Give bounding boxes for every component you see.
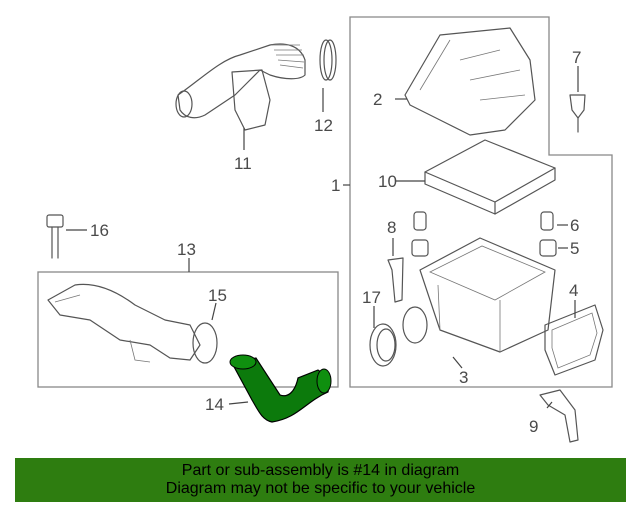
leader-lines (66, 66, 579, 409)
part-info-banner: Part or sub-assembly is #14 in diagram D… (15, 458, 626, 502)
callout-3: 3 (459, 368, 468, 387)
banner-line-disclaimer: Diagram may not be specific to your vehi… (165, 480, 476, 497)
part-12-clamp[interactable] (319, 39, 337, 81)
part-17-ring[interactable] (369, 323, 397, 367)
part-6-grommet[interactable] (540, 211, 554, 231)
part-3-air-cleaner-body[interactable] (419, 237, 556, 353)
part-14-air-hose[interactable] (229, 354, 332, 423)
part-10-air-filter[interactable] (424, 139, 556, 215)
callout-4: 4 (569, 281, 578, 300)
callout-7: 7 (572, 48, 581, 67)
part-9-bracket[interactable] (539, 389, 579, 443)
part-8-bracket[interactable] (387, 211, 429, 303)
callout-13: 13 (177, 240, 196, 259)
banner-line-part: Part or sub-assembly is #14 in diagram (181, 462, 460, 479)
part-2-air-cleaner-cover[interactable] (404, 27, 536, 136)
callout-12: 12 (314, 116, 333, 135)
callout-2: 2 (373, 90, 382, 109)
callout-1: 1 (331, 176, 340, 195)
callout-8: 8 (387, 218, 396, 237)
callout-17: 17 (362, 288, 381, 307)
callout-6: 6 (570, 216, 579, 235)
callout-10: 10 (378, 172, 397, 191)
callout-15: 15 (208, 286, 227, 305)
callout-11: 11 (234, 154, 252, 173)
part-4-gasket[interactable] (544, 304, 604, 376)
part-5-insulator[interactable] (539, 239, 557, 257)
part-3-outlet (402, 306, 428, 344)
callout-9: 9 (529, 417, 538, 436)
part-7-clip[interactable] (569, 94, 586, 133)
callout-5: 5 (570, 239, 579, 258)
part-11-intake-tube[interactable] (175, 43, 306, 131)
assembly-box-1 (349, 16, 613, 388)
part-15-intake-duct[interactable] (47, 283, 218, 364)
callout-16: 16 (90, 221, 109, 240)
part-16-bolt[interactable] (46, 214, 64, 259)
callout-14: 14 (205, 395, 224, 414)
assembly-box-13 (37, 271, 339, 388)
parts-diagram: 2 7 12 11 1 10 16 8 6 13 5 4 17 15 3 14 … (37, 16, 613, 443)
